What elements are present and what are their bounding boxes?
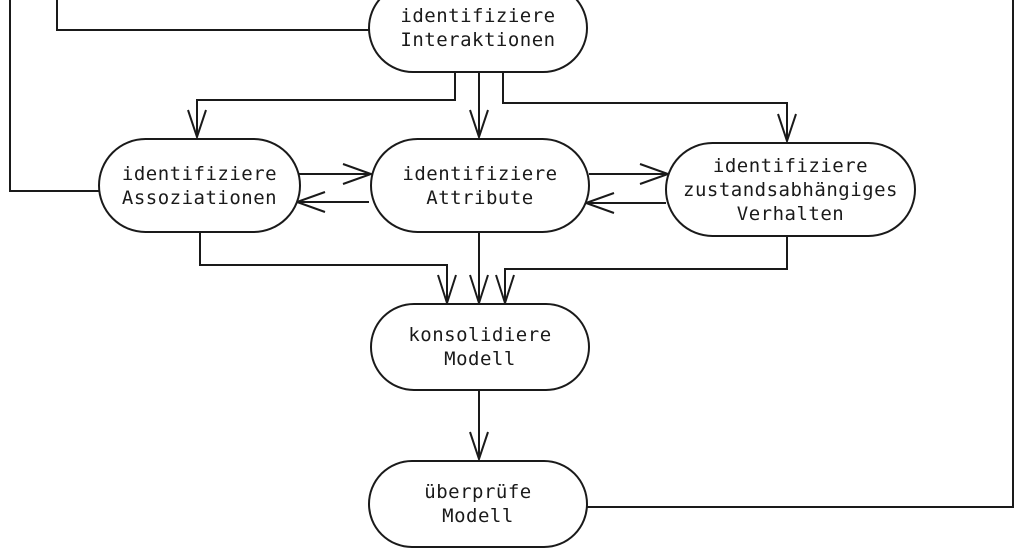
edge-ueberpruefe-feedback [587, 0, 1014, 508]
node-identifiziere-attribute: identifiziere Attribute [370, 138, 590, 233]
node-konsolidiere-modell: konsolidiere Modell [370, 303, 590, 391]
node-label: identifiziere zustandsabhängiges Verhalt… [683, 154, 898, 225]
edge-feedback-into-interaktionen [56, 0, 372, 31]
node-identifiziere-assoziationen: identifiziere Assoziationen [98, 138, 301, 233]
arrowhead-down-icon [777, 113, 797, 145]
node-identifiziere-zustandsabhaengiges-verhalten: identifiziere zustandsabhängiges Verhalt… [665, 142, 916, 237]
node-label: überprüfe Modell [424, 481, 532, 527]
node-label: identifiziere Interaktionen [400, 5, 556, 51]
node-label: konsolidiere Modell [408, 324, 552, 370]
edge-verhalten-konsolidiere [504, 235, 788, 302]
edge-assoziationen-konsolidiere [199, 231, 448, 302]
edge-feedback-into-assoziationen [9, 0, 101, 192]
node-label: identifiziere Assoziationen [121, 162, 278, 209]
arrowhead-down-icon [187, 109, 207, 141]
arrowhead-down-icon [469, 109, 489, 141]
node-identifiziere-interaktionen: identifiziere Interaktionen [368, 0, 588, 73]
edge-interaktionen-verhalten [502, 72, 788, 140]
node-label: identifiziere Attribute [402, 162, 558, 209]
node-ueberpruefe-modell: überprüfe Modell [368, 460, 588, 548]
arrowhead-down-icon [469, 431, 489, 463]
edge-interaktionen-assoziationen [196, 72, 456, 136]
